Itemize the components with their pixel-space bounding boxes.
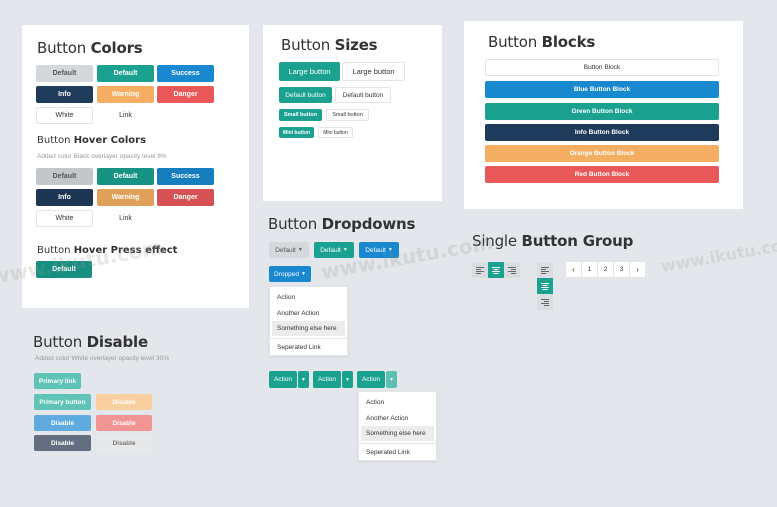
red-button-block[interactable]: Red Button Block (485, 166, 719, 183)
menu-item-action[interactable]: Action (366, 398, 385, 406)
hover-colors-title: Button Hover Colors (37, 135, 147, 146)
watermark: www.ikutu.com (659, 233, 777, 276)
caret-down-icon: ▼ (342, 247, 348, 253)
menu-item-something-else[interactable]: Something else here (361, 426, 434, 441)
dropped-button[interactable]: Dropped▼ (269, 266, 311, 282)
caret-down-icon: ▼ (297, 247, 303, 253)
navy-disabled: Disable (34, 435, 91, 451)
vertical-align-group (537, 262, 553, 310)
blue-disabled: Disable (34, 415, 91, 431)
caret-down-icon: ▼ (301, 376, 306, 383)
button-block[interactable]: Button Block (485, 59, 719, 76)
default-button[interactable]: Default (36, 65, 93, 82)
pagination: ‹ 1 2 3 › (565, 261, 646, 278)
mini-button[interactable]: Mini button (279, 127, 314, 138)
large-button[interactable]: Large button (279, 62, 340, 81)
press-effect-title: Button Hover Press effect (37, 245, 178, 256)
button-colors-card: Button Colors Default Default Success In… (22, 25, 249, 308)
default-disabled: Disable (96, 435, 152, 451)
hover-info-button[interactable]: Info (36, 189, 93, 206)
primary-button-disabled: Primary button (34, 394, 91, 410)
hover-link-button[interactable]: Link (119, 215, 132, 222)
page-3[interactable]: 3 (613, 261, 630, 278)
mini-button-plain[interactable]: Mini button (318, 127, 353, 138)
page-1[interactable]: 1 (581, 261, 598, 278)
hover-danger-button[interactable]: Danger (157, 189, 214, 206)
caret-down-icon: ▼ (387, 247, 393, 253)
dropdown-blue-button[interactable]: Default▼ (359, 242, 399, 258)
dropdown-menu: Action Another Action Something else her… (269, 286, 348, 356)
split-toggle-1[interactable]: ▼ (298, 371, 309, 388)
info-button-block[interactable]: Info Button Block (485, 124, 719, 141)
press-default-button[interactable]: Default (36, 261, 92, 278)
align-center-icon[interactable] (488, 262, 504, 278)
info-button[interactable]: Info (36, 86, 93, 103)
primary-link-disabled: Primary link (34, 373, 81, 389)
orange-disabled: Disable (96, 394, 152, 410)
align-center-icon[interactable] (537, 278, 553, 294)
hover-warning-button[interactable]: Warning (97, 189, 154, 206)
success-button[interactable]: Success (157, 65, 214, 82)
blue-button-block[interactable]: Blue Button Block (485, 81, 719, 98)
button-dropdowns-title: Button Dropdowns (268, 215, 416, 233)
split-action-button-2[interactable]: Action (313, 371, 341, 388)
menu-item-separated-link[interactable]: Seperated Link (270, 338, 347, 356)
caret-down-icon: ▼ (345, 376, 350, 383)
button-colors-title: Button Colors (37, 39, 143, 57)
split-toggle-3[interactable]: ▼ (386, 371, 397, 388)
default-green-button[interactable]: Default (97, 65, 154, 82)
horizontal-align-group (472, 262, 520, 278)
align-right-icon[interactable] (537, 294, 553, 310)
chevron-right-icon[interactable]: › (629, 261, 646, 278)
hover-success-button[interactable]: Success (157, 168, 214, 185)
white-button[interactable]: White (36, 107, 93, 124)
disable-note: Added color White overlayer opacity leve… (35, 355, 170, 362)
menu-item-separated-link[interactable]: Seperated Link (359, 443, 436, 461)
align-right-icon[interactable] (504, 262, 520, 278)
small-button-plain[interactable]: Small button (326, 109, 369, 121)
split-toggle-2[interactable]: ▼ (342, 371, 353, 388)
split-action-button-1[interactable]: Action (269, 371, 297, 388)
orange-button-block[interactable]: Orange Button Block (485, 145, 719, 162)
default-size-button[interactable]: Default button (279, 87, 332, 103)
danger-button[interactable]: Danger (157, 86, 214, 103)
menu-item-something-else[interactable]: Something else here (272, 321, 345, 336)
dropdown-default-button[interactable]: Default▼ (269, 242, 309, 258)
default-size-button-plain[interactable]: Default button (335, 87, 391, 103)
split-action-button-3[interactable]: Action (357, 371, 385, 388)
hover-default-green-button[interactable]: Default (97, 168, 154, 185)
menu-item-another-action[interactable]: Another Action (277, 309, 320, 317)
button-blocks-card: Button Blocks Button Block Blue Button B… (464, 21, 743, 209)
caret-down-icon: ▼ (389, 376, 394, 383)
hover-colors-note: Added color Black overlayer opacity leve… (37, 153, 167, 160)
green-button-block[interactable]: Green Button Block (485, 103, 719, 120)
button-blocks-title: Button Blocks (488, 33, 596, 51)
button-sizes-title: Button Sizes (281, 36, 378, 54)
caret-down-icon: ▼ (300, 271, 306, 277)
chevron-left-icon[interactable]: ‹ (565, 261, 582, 278)
button-disable-title: Button Disable (33, 333, 148, 351)
button-sizes-card: Button Sizes Large button Large button D… (263, 25, 442, 201)
align-left-icon[interactable] (472, 262, 488, 278)
button-group-title: Single Button Group (472, 232, 634, 250)
link-button[interactable]: Link (119, 112, 132, 119)
small-button[interactable]: Small button (279, 109, 322, 121)
warning-button[interactable]: Warning (97, 86, 154, 103)
red-disabled: Disable (96, 415, 152, 431)
dropdown-green-button[interactable]: Default▼ (314, 242, 354, 258)
hover-white-button[interactable]: White (36, 210, 93, 227)
hover-default-button[interactable]: Default (36, 168, 93, 185)
menu-item-action[interactable]: Action (277, 293, 296, 301)
align-left-icon[interactable] (537, 262, 553, 278)
menu-item-another-action[interactable]: Another Action (366, 414, 409, 422)
page-2[interactable]: 2 (597, 261, 614, 278)
split-dropdown-menu: Action Another Action Something else her… (358, 391, 437, 461)
large-button-plain[interactable]: Large button (342, 62, 405, 81)
